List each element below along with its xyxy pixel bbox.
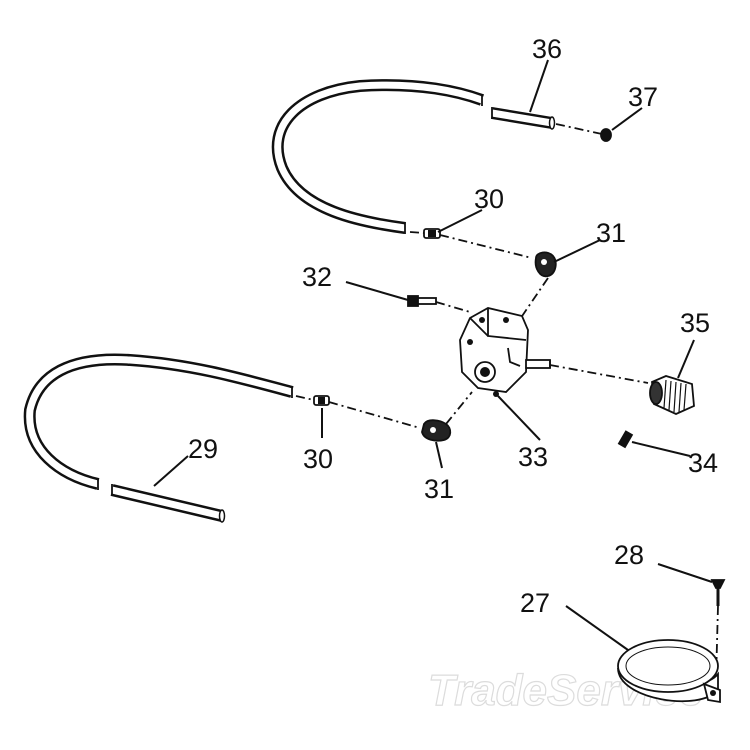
callout-31-upper: 31 (596, 218, 626, 248)
fitting-30-lower (295, 395, 421, 429)
lower-tube-segment-29 (110, 484, 226, 523)
knurled-coupler-35 (649, 375, 695, 415)
lower-suction-tube (23, 353, 294, 490)
upper-suction-tube (271, 79, 485, 234)
callout-32: 32 (302, 262, 332, 292)
set-screw-34 (617, 430, 634, 449)
elbow-31-upper (517, 251, 557, 323)
callout-30-lower: 30 (303, 444, 333, 474)
pump-body-33 (459, 307, 551, 397)
callout-37: 37 (628, 82, 658, 112)
screw-32 (407, 295, 471, 313)
callout-29: 29 (188, 434, 218, 464)
fitting-30-upper (409, 228, 533, 259)
callout-36: 36 (532, 34, 562, 64)
callout-27: 27 (520, 588, 550, 618)
shaft-centerline (549, 364, 649, 384)
cover-27 (617, 639, 721, 704)
callout-33: 33 (518, 442, 548, 472)
callout-34: 34 (688, 448, 718, 478)
callout-30-upper: 30 (474, 184, 504, 214)
callout-28: 28 (614, 540, 644, 570)
cap-plug-37 (555, 123, 612, 142)
elbow-31-lower (421, 391, 473, 442)
leader-lines (153, 59, 713, 651)
callout-35: 35 (680, 308, 710, 338)
upper-tube-segment (491, 107, 556, 130)
callout-31-lower: 31 (424, 474, 454, 504)
